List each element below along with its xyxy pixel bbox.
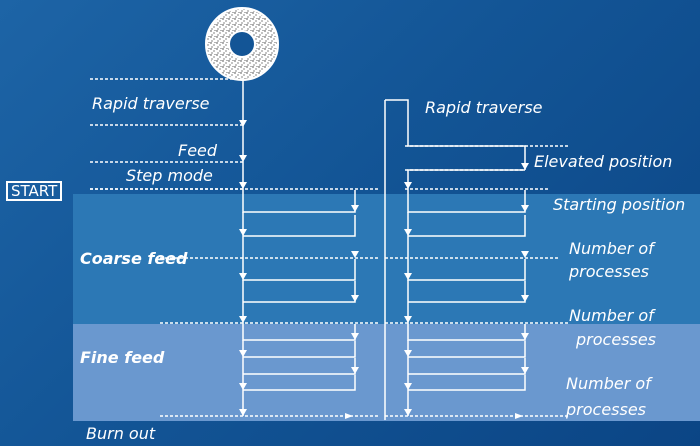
arrow-down-icon <box>351 205 359 212</box>
rapid-traverse-right-label: Rapid traverse <box>425 98 543 117</box>
number-of-processes-1-line1: Number of <box>569 239 654 258</box>
arrow-right-icon <box>345 413 353 419</box>
coarse-feed-label: Coarse feed <box>80 249 188 268</box>
fine-feed-label: Fine feed <box>80 348 165 367</box>
number-of-processes-2-line1: Number of <box>569 306 654 325</box>
arrow-down-icon <box>239 155 247 162</box>
rapid-traverse-label: Rapid traverse <box>92 94 210 113</box>
step-mode-label: Step mode <box>126 166 213 185</box>
number-of-processes-1-line2: processes <box>569 262 650 281</box>
start-label: START <box>6 181 63 201</box>
number-of-processes-2-line2: processes <box>576 330 657 349</box>
arrow-down-icon <box>239 182 247 189</box>
elevated-position-label: Elevated position <box>534 152 673 171</box>
fine-feed-zone <box>73 324 700 421</box>
grinding-wheel-icon <box>205 7 279 81</box>
left-step <box>242 189 356 213</box>
number-of-processes-3-line2: processes <box>566 400 647 419</box>
burn-out-label: Burn out <box>86 424 156 443</box>
number-of-processes-3-line1: Number of <box>566 374 651 393</box>
starting-position-label: Starting position <box>553 195 686 214</box>
coarse-feed-zone <box>73 194 700 324</box>
arrow-down-icon <box>239 120 247 127</box>
feed-label: Feed <box>178 141 218 160</box>
